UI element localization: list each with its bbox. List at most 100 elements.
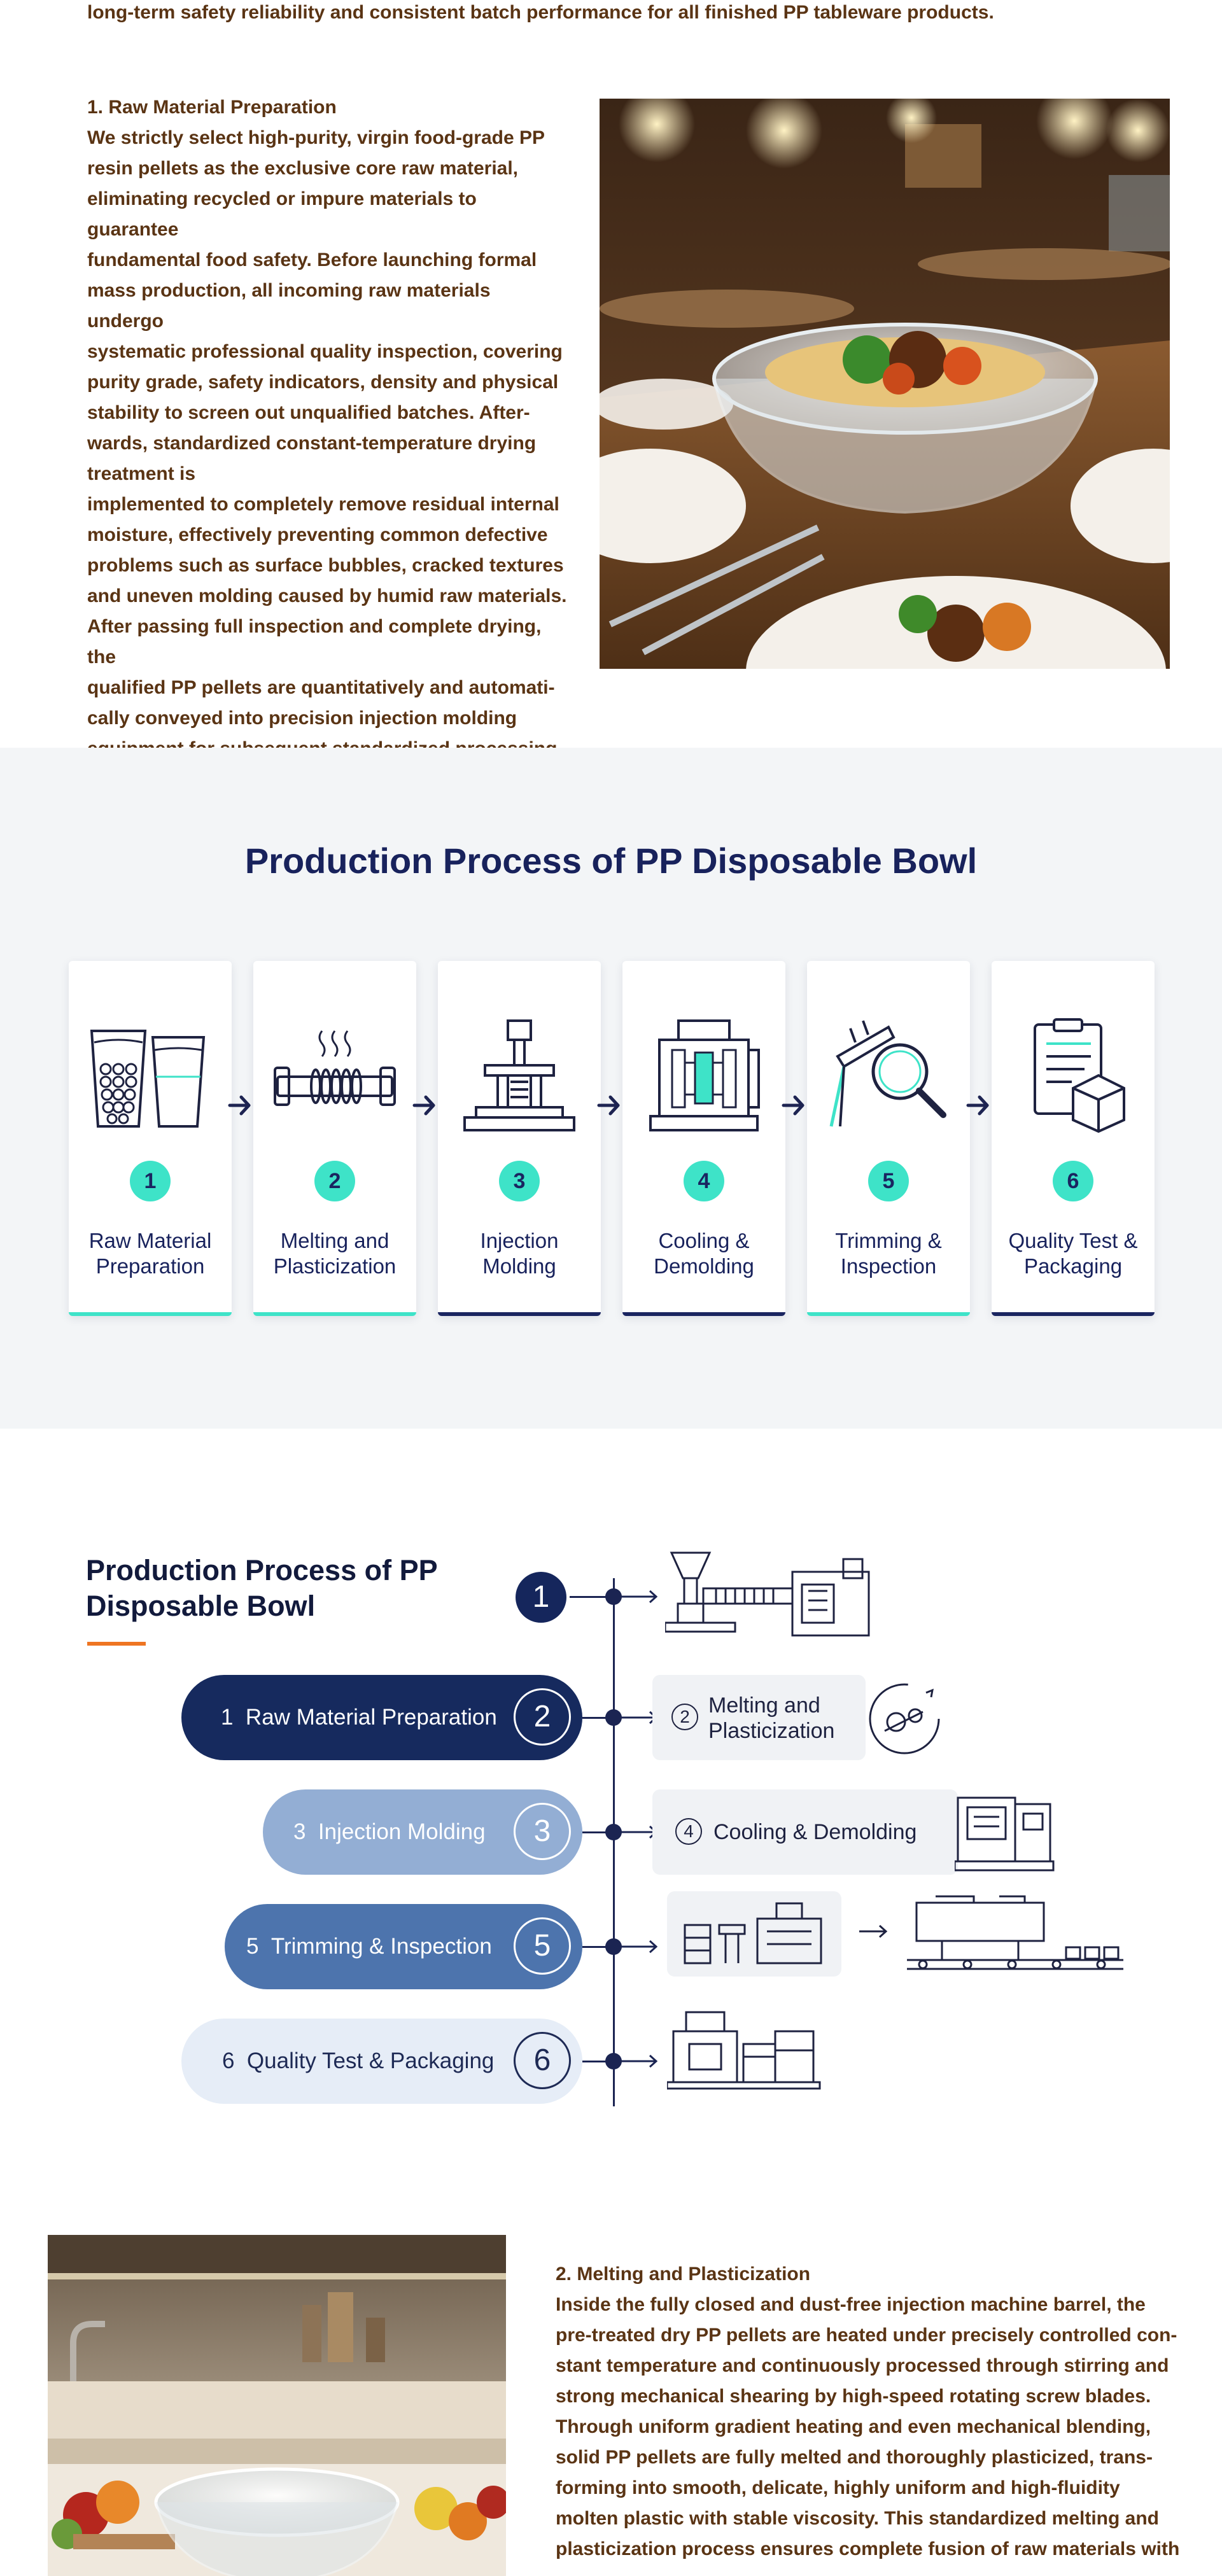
- tag-step-number: 2: [671, 1704, 698, 1730]
- text-line: problems such as surface bubbles, cracke…: [87, 555, 564, 576]
- step-label: Trimming & Inspection: [835, 1229, 942, 1278]
- heated-screw-icon: [274, 1030, 396, 1106]
- raw-material-heading: 1. Raw Material Preparation: [87, 97, 337, 118]
- text-line: Inside the fully closed and dust-free in…: [556, 2294, 1146, 2315]
- text-line: moisture, effectively preventing common …: [87, 524, 548, 545]
- step-label: Melting and Plasticization: [273, 1229, 397, 1278]
- text-line: wards, standardized constant-temperature…: [87, 433, 537, 454]
- gear-cycle-icon: [869, 1683, 940, 1754]
- text-line: After passing full inspection and comple…: [87, 616, 542, 668]
- text-line: forming into smooth, delicate, highly un…: [556, 2477, 1120, 2498]
- step-label: Cooling & Demolding: [654, 1229, 754, 1278]
- timeline-title: Production Process of PP Disposable Bowl: [86, 1554, 437, 1622]
- process-card-raw-material: 1 Raw Material Preparation: [69, 961, 232, 1316]
- raw-material-text-block: 1. Raw Material Preparation We strictly …: [87, 92, 571, 764]
- arrow-right-icon: [966, 1095, 989, 1116]
- connector-line: [570, 1596, 614, 1598]
- text-line: fundamental food safety. Before launchin…: [87, 249, 537, 270]
- pill-step-number: 2: [514, 1688, 571, 1746]
- card-accent-bar: [622, 1312, 785, 1316]
- text-line: and uneven molding caused by humid raw m…: [87, 585, 567, 606]
- text-line: purity grade, safety indicators, density…: [87, 372, 559, 393]
- step-label: Quality Test & Packaging: [1008, 1229, 1138, 1278]
- arrow-right-icon: [412, 1095, 435, 1116]
- melting-heading: 2. Melting and Plasticization: [556, 2264, 811, 2285]
- clipboard-box-icon: [1034, 1018, 1125, 1133]
- text-line: molten plastic with stable viscosity. Th…: [556, 2508, 1159, 2529]
- process-card-cooling: 4 Cooling & Demolding: [622, 961, 785, 1316]
- step-number-badge: 5: [868, 1161, 909, 1201]
- card-accent-bar: [438, 1312, 601, 1316]
- step-number-badge: 2: [314, 1161, 355, 1201]
- pill-step-number: 5: [514, 1917, 571, 1975]
- tag-label: Melting and Plasticization: [708, 1693, 835, 1743]
- arrow-right-icon: [782, 1095, 804, 1116]
- text-line: We strictly select high-purity, virgin f…: [87, 127, 545, 148]
- timeline-step-number: 1: [516, 1572, 566, 1623]
- process-card-injection: 3 Injection Molding: [438, 961, 601, 1316]
- raw-material-paragraph: We strictly select high-purity, virgin f…: [87, 123, 571, 764]
- text-line: implemented to completely remove residua…: [87, 494, 559, 515]
- card-accent-bar: [253, 1312, 416, 1316]
- text-line: treatment is: [87, 463, 196, 484]
- connector-line: [582, 1717, 614, 1719]
- title-underline: [87, 1642, 146, 1646]
- mold-machine-icon: [649, 1019, 760, 1131]
- arrow-right-icon: [228, 1095, 251, 1116]
- pill-label: 1 Raw Material Preparation: [221, 1705, 497, 1730]
- melting-paragraph: Inside the fully closed and dust-free in…: [556, 2290, 1186, 2565]
- step-number-badge: 4: [684, 1161, 724, 1201]
- timeline-axis: [613, 1578, 615, 2106]
- text-line: systematic professional quality inspecti…: [87, 341, 563, 362]
- text-line: stability to screen out unqualified batc…: [87, 402, 530, 423]
- step-label: Raw Material Preparation: [88, 1229, 212, 1278]
- step-number-badge: 6: [1053, 1161, 1093, 1201]
- kitchen-bowl-photo: [48, 2235, 506, 2576]
- text-line: plasticization process ensures complete …: [556, 2538, 1180, 2559]
- text-line: strong mechanical shearing by high-speed…: [556, 2386, 1151, 2407]
- pill-label: 3 Injection Molding: [293, 1819, 486, 1844]
- caliper-magnifier-icon: [829, 1020, 946, 1127]
- extruder-machine-icon: [665, 1551, 870, 1637]
- pill-label: 5 Trimming & Inspection: [246, 1934, 492, 1959]
- connector-line: [582, 1946, 614, 1948]
- step-label: Injection Molding: [480, 1229, 559, 1278]
- text-line: resin pellets as the exclusive core raw …: [87, 158, 519, 179]
- process-card-melting: 2 Melting and Plasticization: [253, 961, 416, 1316]
- text-line: pre-treated dry PP pellets are heated un…: [556, 2325, 1177, 2346]
- intro-line: long-term safety reliability and consist…: [87, 2, 994, 23]
- tag-step-number: 4: [675, 1818, 702, 1845]
- connector-line: [582, 1831, 614, 1833]
- packaging-station-icon: [667, 2011, 821, 2090]
- text-line: cally conveyed into precision injection …: [87, 708, 517, 729]
- card-accent-bar: [807, 1312, 970, 1316]
- tag-label: Cooling & Demolding: [713, 1820, 917, 1844]
- injection-press-icon: [463, 1019, 575, 1131]
- step-number-badge: 1: [130, 1161, 171, 1201]
- card-accent-bar: [69, 1312, 232, 1316]
- text-line: eliminating recycled or impure materials…: [87, 188, 477, 240]
- pellet-cups-icon: [90, 1030, 206, 1128]
- process-card-quality-packaging: 6 Quality Test & Packaging: [992, 961, 1155, 1316]
- text-line: qualified PP pellets are quantitatively …: [87, 677, 555, 698]
- arrow-right-icon: [859, 1924, 888, 1938]
- timeline-pill-trimming: 5 Trimming & Inspection 5: [225, 1904, 582, 1989]
- text-line: solid PP pellets are fully melted and th…: [556, 2447, 1153, 2468]
- trimming-station-icon: [684, 1902, 822, 1964]
- process-cards-title: Production Process of PP Disposable Bowl: [244, 841, 978, 881]
- pill-step-number: 6: [514, 2032, 571, 2089]
- card-accent-bar: [992, 1312, 1155, 1316]
- tag-cooling: [652, 1789, 958, 1875]
- process-card-trimming: 5 Trimming & Inspection: [807, 961, 970, 1316]
- connector-line: [582, 2061, 614, 2062]
- conveyor-line-icon: [907, 1895, 1123, 1970]
- demolding-machine-icon: [955, 1796, 1055, 1872]
- timeline-pill-injection: 3 Injection Molding 3: [263, 1789, 582, 1875]
- pill-step-number: 3: [514, 1803, 571, 1860]
- text-line: Through uniform gradient heating and eve…: [556, 2416, 1151, 2437]
- timeline-pill-quality-packaging: 6 Quality Test & Packaging 6: [181, 2019, 582, 2104]
- step-number-badge: 3: [499, 1161, 540, 1201]
- arrow-right-icon: [597, 1095, 620, 1116]
- text-line: stant temperature and continuously proce…: [556, 2355, 1169, 2376]
